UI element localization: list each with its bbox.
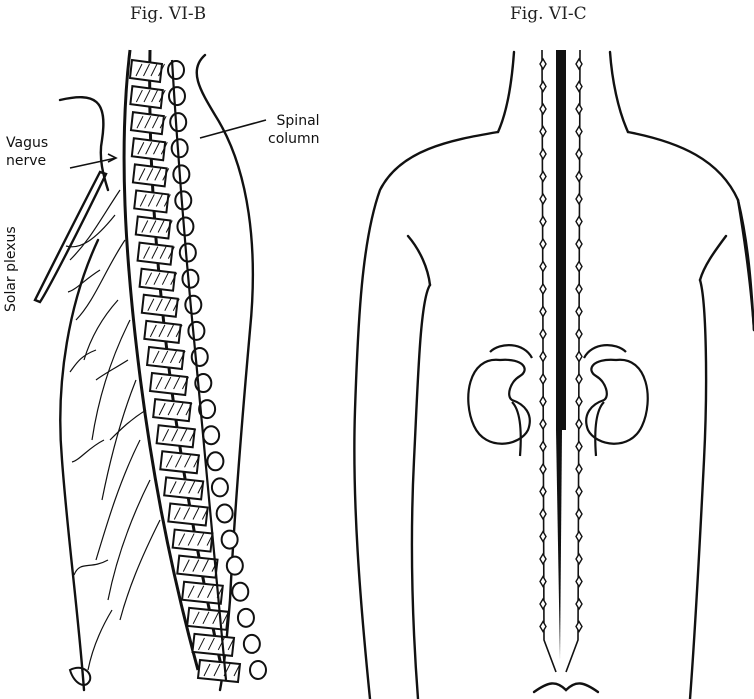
ganglion — [576, 599, 582, 609]
ganglion — [540, 172, 546, 182]
ganglion — [540, 239, 546, 249]
ganglion — [540, 284, 546, 294]
ganglion — [540, 307, 546, 317]
adrenal-right — [584, 345, 626, 358]
ganglion — [576, 149, 582, 159]
ganglion — [540, 104, 546, 114]
ganglion — [576, 172, 582, 182]
ganglion — [576, 419, 582, 429]
ganglion — [540, 194, 546, 204]
ganglion — [576, 554, 582, 564]
ganglion — [540, 442, 546, 452]
ganglion — [576, 487, 582, 497]
ganglion — [540, 599, 546, 609]
ganglion — [576, 464, 582, 474]
ganglion — [576, 374, 582, 384]
ganglion — [540, 397, 546, 407]
ganglion — [576, 442, 582, 452]
ganglion — [576, 622, 582, 632]
shoulder-left — [354, 132, 498, 699]
ganglion — [540, 509, 546, 519]
ganglion — [540, 217, 546, 227]
ganglion — [540, 262, 546, 272]
ganglion — [540, 554, 546, 564]
ganglion — [540, 374, 546, 384]
ganglion — [540, 82, 546, 92]
ganglion — [576, 217, 582, 227]
ganglion — [540, 577, 546, 587]
ganglion — [576, 194, 582, 204]
armpit-right — [700, 236, 726, 280]
torso-right-inner — [690, 280, 706, 699]
ganglion — [540, 149, 546, 159]
buttocks-line — [534, 683, 598, 692]
ganglion — [576, 284, 582, 294]
ganglion — [576, 307, 582, 317]
ganglion — [540, 59, 546, 69]
ganglion — [540, 352, 546, 362]
shoulder-right — [628, 132, 754, 330]
ganglion — [576, 104, 582, 114]
neck-left — [498, 52, 514, 132]
torso-left-inner — [412, 285, 430, 699]
arm-right-outer — [738, 200, 754, 330]
ganglion — [540, 127, 546, 137]
ganglion — [576, 329, 582, 339]
ganglion — [540, 532, 546, 542]
ganglion — [540, 622, 546, 632]
ganglion — [540, 329, 546, 339]
ganglion — [576, 509, 582, 519]
ganglion — [576, 577, 582, 587]
ganglion — [540, 464, 546, 474]
ureter-right — [595, 402, 604, 456]
ganglion — [540, 487, 546, 497]
ganglion — [576, 127, 582, 137]
spinal-cord-bar — [556, 50, 566, 430]
adrenal-left — [490, 345, 532, 358]
ureter-left — [512, 402, 521, 456]
ganglion — [576, 82, 582, 92]
ganglion — [540, 419, 546, 429]
neck-right — [610, 52, 628, 132]
armpit-left — [408, 236, 430, 285]
ganglion — [576, 352, 582, 362]
ganglion — [576, 397, 582, 407]
ganglion — [576, 59, 582, 69]
cauda-equina — [556, 430, 562, 660]
ganglion — [576, 239, 582, 249]
ganglion — [576, 532, 582, 542]
ganglion — [576, 262, 582, 272]
